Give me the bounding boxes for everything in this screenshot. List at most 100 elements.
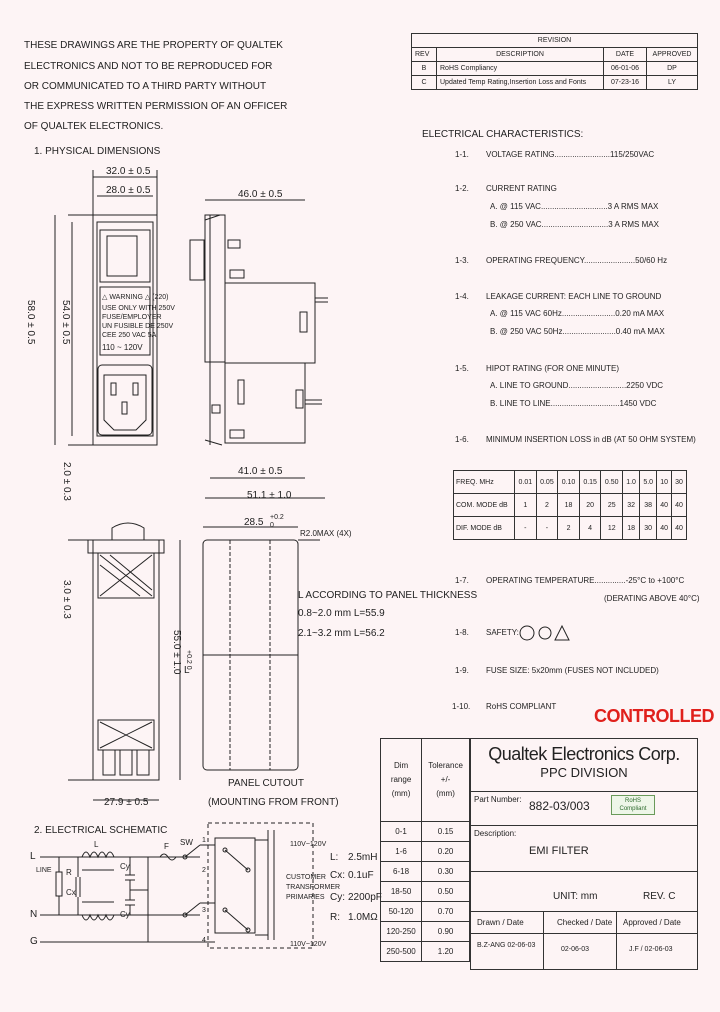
schem-primaries: PRIMARIES [286, 894, 325, 901]
checked-value: 02-06-03 [561, 946, 590, 953]
dim-l-symbol: L [184, 665, 190, 676]
switch-profile [111, 522, 145, 541]
cutout-title: PANEL CUTOUT [228, 778, 304, 789]
dim-height-outer: 58.0 ± 0.5 [25, 300, 36, 345]
tol-header-tol: Tolerance+/-(mm) [421, 738, 470, 822]
schem-pin: 1 [202, 837, 206, 844]
safety-triangle-icon [554, 624, 570, 641]
schem-r: R [66, 868, 72, 877]
csa-mark-icon [538, 626, 552, 640]
rocker-switch [99, 229, 151, 283]
schem-line: LINE [36, 867, 52, 874]
part-label: Part Number: [474, 795, 522, 804]
dim-width-outer: 32.0 ± 0.5 [106, 166, 151, 177]
dim-offset: 3.0 ± 0.3 [61, 580, 72, 619]
revision-label: REV. C [643, 891, 676, 902]
section-physical: 1. PHYSICAL DIMENSIONS [34, 146, 161, 157]
title-block: Qualtek Electronics Corp. PPC DIVISION P… [470, 738, 698, 970]
dim-l-tolerance: +0.2 0 [185, 650, 192, 670]
schem-inductor: L [94, 840, 99, 849]
dim-cutout-tol-up: +0.2 [270, 514, 284, 521]
thickness-note: L ACCORDING TO PANEL THICKNESS [298, 590, 478, 601]
iec-inlet [97, 364, 153, 436]
dim-depth-body: 41.0 ± 0.5 [238, 466, 283, 477]
schem-pin: 4 [202, 937, 206, 944]
schem-cy: Cy [120, 910, 130, 919]
rev-header: DATE [603, 47, 647, 62]
thickness-note: 2.1~3.2 mm L=56.2 [298, 628, 385, 639]
side-view-body [224, 282, 316, 364]
rev-header: REV [411, 47, 437, 62]
dim-width-inner: 28.0 ± 0.5 [106, 185, 151, 196]
dim-depth: 46.0 ± 0.5 [238, 189, 283, 200]
schem-pin: 2 [202, 867, 206, 874]
revision-table: REVISION REV DESCRIPTION DATE APPROVED B… [411, 33, 698, 90]
dim-cutout-width: 28.5 [244, 517, 264, 528]
schem-voltage: 110V~120V [290, 841, 327, 848]
bottom-view-outline [92, 539, 160, 781]
part-number: 882-03/003 [529, 799, 590, 813]
revision-title: REVISION [411, 33, 698, 48]
schem-voltage: 110V~120V [290, 941, 327, 948]
company-name: Qualtek Electronics Corp. [488, 744, 680, 764]
rev-header: APPROVED [646, 47, 698, 62]
cutout-subtitle: (MOUNTING FROM FRONT) [208, 797, 339, 808]
schem-switch: SW [180, 838, 193, 847]
schem-customer: CUSTOMER [286, 874, 326, 881]
dim-height-inner: 54.0 ± 0.5 [60, 300, 71, 345]
schem-g: G [30, 936, 38, 947]
notice-line: OF QUALTEK ELECTRONICS. [24, 121, 164, 132]
notice-line: THE EXPRESS WRITTEN PERMISSION OF AN OFF… [24, 101, 288, 112]
dim-flange: 2.0 ± 0.3 [61, 462, 72, 501]
notice-line: OR COMMUNICATED TO A THIRD PARTY WITHOUT [24, 81, 267, 92]
controlled-stamp: CONTROLLED [594, 706, 715, 726]
panel-cutout [202, 539, 299, 771]
side-view-flange [204, 214, 226, 363]
rev-header: DESCRIPTION [436, 47, 604, 62]
dim-radius: R2.0MAX (4X) [300, 529, 352, 538]
schematic-diagram [40, 822, 314, 949]
dim-depth-total: 51.1 ± 1.0 [247, 490, 292, 501]
schem-cx: Cx [66, 888, 76, 897]
notice-line: THESE DRAWINGS ARE THE PROPERTY OF QUALT… [24, 40, 283, 51]
approved-value: J.F / 02-06-03 [629, 946, 673, 953]
division-name: PPC DIVISION [540, 765, 628, 780]
description-label: Description: [474, 829, 517, 838]
schem-l: L [30, 851, 36, 862]
elec-title: ELECTRICAL CHARACTERISTICS: [422, 129, 584, 140]
rohs-badge: RoHS Compliant [611, 795, 655, 815]
notice-line: ELECTRONICS AND NOT TO BE REPRODUCED FOR [24, 61, 273, 72]
schem-cy: Cy [120, 862, 130, 871]
schem-fuse: F [164, 842, 169, 851]
section-schematic: 2. ELECTRICAL SCHEMATIC [34, 825, 168, 836]
unit-label: UNIT: mm [553, 891, 598, 902]
schem-transformer: TRANSFORMER [286, 884, 341, 891]
description-value: EMI FILTER [529, 845, 589, 857]
table-row: C Updated Temp Rating,Insertion Loss and… [411, 75, 698, 90]
drawn-value: B.Z-ANG 02-06-03 [477, 942, 536, 949]
table-row: B RoHS Compliancy 06-01-06 DP [411, 61, 698, 76]
dim-cutout-tol-dn: 0 [270, 522, 274, 529]
schem-n: N [30, 909, 38, 920]
dim-base-width: 27.9 ± 0.5 [104, 797, 149, 808]
safety-marks [519, 624, 570, 641]
schem-pin: 3 [202, 907, 206, 914]
drawn-label: Drawn / Date [477, 918, 524, 927]
ul-mark-icon [519, 625, 535, 641]
approved-label: Approved / Date [623, 918, 681, 927]
dim-body-height: 55.0 ± 1.0 [171, 630, 182, 675]
thickness-note: 0.8~2.0 mm L=55.9 [298, 608, 385, 619]
